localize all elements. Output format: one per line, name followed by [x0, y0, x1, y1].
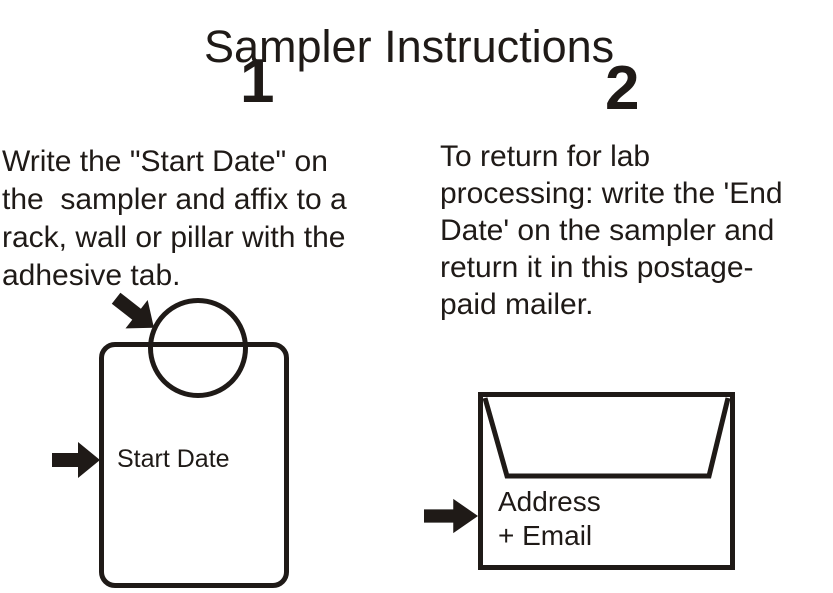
page-title: Sampler Instructions — [204, 21, 615, 73]
step-2-instructions: To return for lab processing: write the … — [440, 140, 783, 321]
arrow-to-envelope-icon — [424, 497, 478, 535]
start-date-label: Start Date — [117, 445, 230, 473]
envelope-flap — [478, 392, 735, 570]
sampler-hanging-hole — [148, 298, 248, 398]
step-1-number: 1 — [240, 47, 275, 116]
mailer-envelope-outline — [478, 392, 735, 570]
arrow-to-hole-icon — [103, 282, 167, 344]
arrow-to-card-icon — [52, 440, 100, 480]
step-1-instructions: Write the "Start Date" on the sampler an… — [2, 145, 347, 292]
step-2-number: 2 — [605, 54, 640, 123]
address-email-label: Address + Email — [498, 486, 601, 551]
